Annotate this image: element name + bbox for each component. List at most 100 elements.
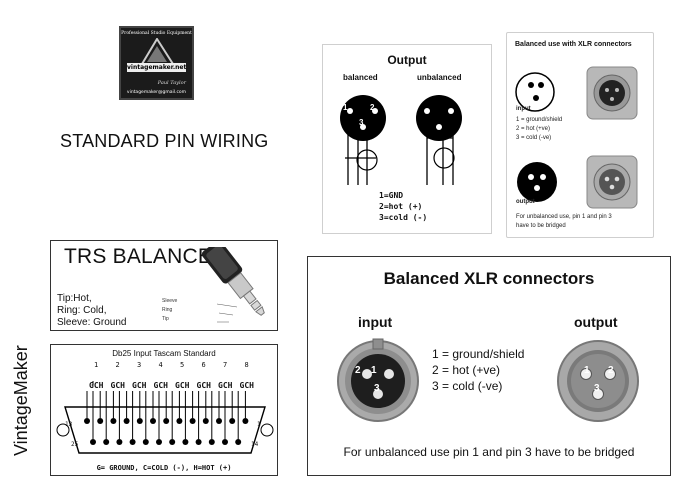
logo-signature: Paul Taylor bbox=[157, 80, 186, 86]
xlr-big-legend-hot: 2 = hot (+ve) bbox=[432, 363, 501, 377]
xlr-output-pin-2: 2 bbox=[608, 365, 614, 376]
db25-connector-diagram bbox=[56, 381, 274, 454]
trs-title: TRS BALANCED bbox=[64, 245, 228, 268]
vintagemaker-logo: Professional Studio Equipment vintagemak… bbox=[119, 26, 194, 100]
logo-top-text: Professional Studio Equipment bbox=[121, 31, 192, 36]
xlr-big-legend-ground: 1 = ground/shield bbox=[432, 347, 525, 361]
trs-part-tip: Tip bbox=[162, 316, 169, 322]
balanced-connector-icon bbox=[340, 95, 386, 141]
xlr-big-output-label: output bbox=[574, 314, 618, 330]
db25-gch-label: GCH bbox=[196, 381, 211, 390]
db25-channel-label: 7 bbox=[223, 361, 228, 369]
output-wiring-diagram bbox=[340, 95, 462, 185]
xlr-input-pin-3: 3 bbox=[374, 383, 380, 394]
db25-bottom-pin bbox=[208, 439, 215, 445]
db25-bottom-pin bbox=[195, 439, 202, 445]
xlr-small-note-line2: have to be bridged bbox=[516, 223, 566, 229]
db25-top-pin bbox=[229, 418, 236, 424]
trs-tip-line: Tip:Hot, bbox=[57, 293, 92, 304]
db25-bottom-pin bbox=[116, 439, 123, 445]
db25-bottom-pin bbox=[169, 439, 176, 445]
db25-top-pin bbox=[216, 418, 222, 424]
db25-bottom-pin bbox=[103, 439, 110, 445]
xlr-output-pin-1: 1 bbox=[584, 365, 590, 376]
output-wiring-panel: Output balanced unbalanced 1 2 3 1=GND 2… bbox=[322, 44, 492, 234]
logo-brand: vintagemaker.net bbox=[127, 63, 187, 72]
output-legend-gnd: 1=GND bbox=[379, 191, 404, 200]
xlr-input-pin-2: 2 bbox=[355, 365, 361, 376]
xlr-big-footer: For unbalanced use pin 1 and pin 3 have … bbox=[343, 445, 635, 459]
trs-ring-line: Ring: Cold, bbox=[57, 305, 107, 316]
balanced-xlr-panel: Balanced XLR connectors input output 2 1… bbox=[307, 256, 671, 476]
db25-top-pin bbox=[84, 418, 90, 424]
db25-top-pin bbox=[150, 418, 156, 424]
db25-gch-label: GCH bbox=[218, 381, 233, 390]
db25-top-pin bbox=[176, 418, 183, 424]
db25-top-pin bbox=[97, 418, 104, 424]
db25-gch-label: GCH bbox=[153, 381, 168, 390]
trs-part-ring: Ring bbox=[162, 307, 173, 313]
db25-channel-label: 8 bbox=[244, 361, 249, 369]
db25-gch-label: GCH bbox=[110, 381, 125, 390]
output-legend-hot: 2=hot (+) bbox=[379, 202, 423, 211]
db25-bottom-pin bbox=[235, 439, 242, 445]
balanced-pin-1-label: 1 bbox=[343, 103, 348, 112]
db25-top-pin bbox=[242, 418, 249, 424]
db25-bottom-pin bbox=[182, 439, 189, 445]
xlr-small-title: Balanced use with XLR connectors bbox=[515, 41, 632, 48]
db25-channel-label: 1 bbox=[94, 361, 99, 369]
xlr-small-diagram bbox=[515, 66, 638, 209]
xlr-big-title: Balanced XLR connectors bbox=[383, 269, 595, 288]
db25-footer: G= GROUND, C=COLD (-), H=HOT (+) bbox=[96, 464, 232, 472]
db25-gch-label: GCH bbox=[239, 381, 254, 390]
xlr-small-legend-ground: 1 = ground/shield bbox=[516, 117, 563, 123]
trs-jack-plug-icon bbox=[201, 247, 265, 323]
xlr-small-legend-hot: 2 = hot (+ve) bbox=[516, 126, 551, 132]
xlr-small-input-label: input bbox=[516, 106, 531, 112]
unbalanced-label: unbalanced bbox=[417, 73, 462, 82]
db25-gch-label: GCH bbox=[175, 381, 190, 390]
db25-top-pin bbox=[202, 418, 209, 424]
xlr-small-output-label: output bbox=[516, 199, 535, 205]
xlr-big-input-label: input bbox=[358, 314, 393, 330]
db25-gch-label: GCH bbox=[132, 381, 147, 390]
trs-part-sleeve: Sleeve bbox=[162, 298, 178, 304]
output-legend-cold: 3=cold (-) bbox=[379, 213, 428, 222]
small-input-connector-icon bbox=[515, 72, 555, 112]
logo-emblem-icon bbox=[141, 38, 174, 65]
db25-channel-label: 2 bbox=[115, 361, 120, 369]
xlr-input-pin-1: 1 bbox=[371, 365, 377, 376]
trs-balanced-panel: TRS BALANCED Tip:Hot, Ring: Cold, Sleeve… bbox=[50, 240, 278, 331]
db25-panel: Db25 Input Tascam Standard 1 2 3 4 5 6 7 8 GCH G… bbox=[50, 344, 278, 476]
vintagemaker-vertical-text: VintageMaker bbox=[11, 345, 31, 456]
db25-top-pin bbox=[189, 418, 196, 424]
db25-pin-1-label: 1 bbox=[257, 421, 261, 428]
db25-top-pin bbox=[110, 418, 117, 424]
db25-bottom-pin bbox=[129, 439, 136, 445]
xlr-big-diagram bbox=[337, 338, 639, 422]
db25-top-pin bbox=[136, 418, 143, 424]
db25-channel-label: 6 bbox=[201, 361, 206, 369]
db25-gch-label: GCH bbox=[89, 381, 104, 390]
db25-bottom-pin bbox=[90, 439, 96, 445]
db25-bottom-pin bbox=[142, 439, 149, 445]
db25-top-pin bbox=[123, 418, 130, 424]
logo-email: vintagemaker@gmail.com bbox=[126, 90, 187, 95]
db25-channel-label: 3 bbox=[137, 361, 142, 369]
db25-title: Db25 Input Tascam Standard bbox=[112, 349, 216, 358]
db25-top-pin bbox=[163, 418, 170, 424]
xlr-small-note-line1: For unbalanced use, pin 1 and pin 3 bbox=[516, 214, 612, 220]
balanced-pin-3-label: 3 bbox=[359, 118, 364, 127]
small-output-connector-icon bbox=[517, 162, 557, 202]
balanced-label: balanced bbox=[343, 73, 378, 82]
db25-channel-label: 5 bbox=[180, 361, 185, 369]
output-title: Output bbox=[387, 53, 427, 67]
db25-pin-14-label: 14 bbox=[251, 441, 259, 448]
balanced-pin-2-label: 2 bbox=[370, 103, 375, 112]
unbalanced-connector-icon bbox=[416, 95, 462, 141]
xlr-big-legend-cold: 3 = cold (-ve) bbox=[432, 379, 503, 393]
xlr-small-legend-cold: 3 = cold (-ve) bbox=[516, 135, 552, 141]
db25-pin-25-label: 25 bbox=[71, 441, 79, 448]
xlr-small-panel: Balanced use with XLR connectors input 1… bbox=[506, 32, 654, 238]
db25-channel-label: 4 bbox=[158, 361, 163, 369]
